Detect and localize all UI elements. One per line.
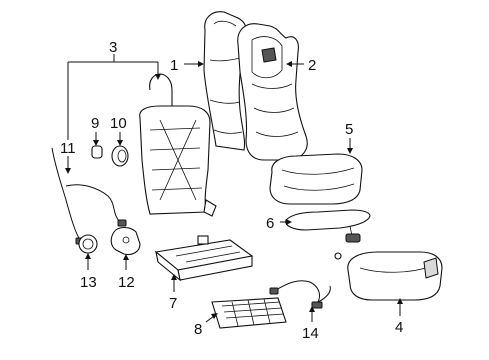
side-trim-part (110, 226, 141, 256)
callout-1: 1 (170, 57, 178, 74)
callout-7: 7 (169, 295, 177, 312)
clip-part (91, 145, 103, 159)
callout-labels: 1 2 3 4 5 6 7 8 9 10 11 12 13 14 (60, 39, 403, 342)
seat-heater-pad-part (285, 209, 371, 260)
seatback-cover-part (203, 11, 248, 151)
callout-5: 5 (345, 121, 353, 138)
callout-6: 6 (266, 215, 274, 232)
callout-13: 13 (80, 274, 97, 291)
callout-8: 8 (194, 321, 202, 338)
seat-cushion-cover-part (269, 153, 363, 205)
recliner-cap-part (111, 145, 129, 167)
callout-10: 10 (110, 115, 127, 132)
callout-9: 9 (91, 115, 99, 132)
leader-lines (65, 54, 403, 323)
callout-3: 3 (109, 39, 117, 56)
callout-14: 14 (302, 325, 319, 342)
callout-12: 12 (118, 274, 135, 291)
callout-2: 2 (308, 57, 316, 74)
seat-track-part (154, 235, 254, 282)
seat-mat-part (211, 297, 287, 329)
seat-harness-part (269, 280, 331, 309)
seat-cushion-pad-part (347, 251, 443, 301)
knob-part (78, 234, 98, 254)
callout-11: 11 (60, 140, 76, 157)
seatback-frame-part (139, 73, 217, 217)
seatback-cushion-part (237, 23, 308, 161)
callout-4: 4 (395, 319, 403, 336)
